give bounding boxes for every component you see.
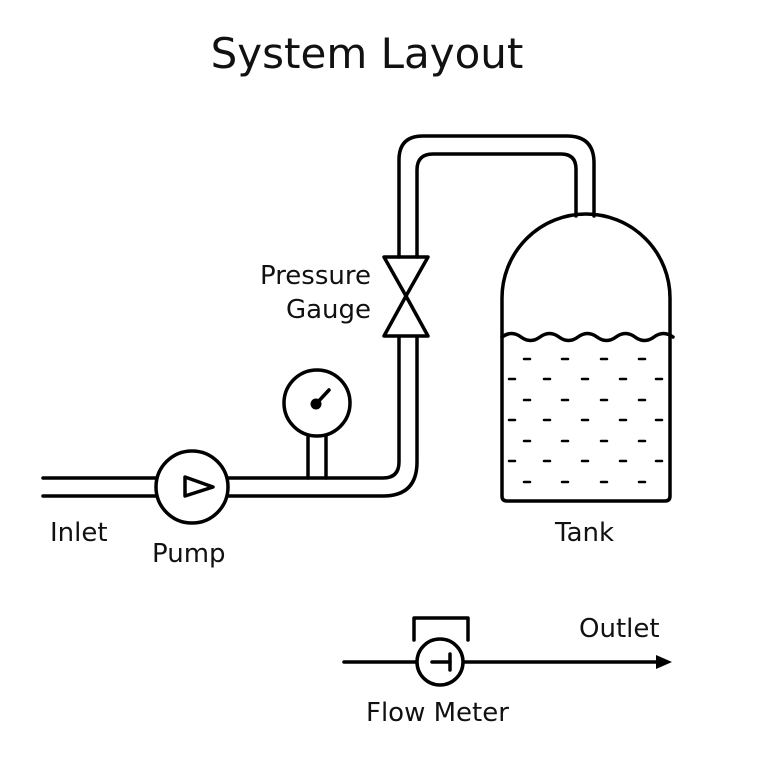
pump-label: Pump: [152, 539, 226, 569]
flow-meter-icon: [412, 616, 470, 687]
liquid-surface: [500, 331, 675, 343]
liquid-dashes: [507, 357, 664, 484]
valve-icon: [382, 255, 430, 338]
inlet-label: Inlet: [50, 518, 108, 548]
outlet-line: [342, 655, 672, 669]
tank-label: Tank: [554, 518, 614, 548]
arrow-head-icon: [656, 655, 672, 669]
pressure-gauge-icon: [282, 368, 352, 438]
gauge-stem: [306, 433, 328, 480]
upper-pipe: [397, 134, 596, 259]
outlet-label: Outlet: [579, 614, 660, 644]
pressure-gauge-label-line1: Pressure: [260, 261, 371, 291]
tank-icon: [500, 212, 675, 503]
inlet-pipe: [41, 476, 159, 498]
pump-icon: [154, 449, 230, 525]
main-pipe: [226, 336, 419, 498]
diagram-title: System Layout: [211, 29, 524, 78]
flow-meter-label: Flow Meter: [366, 698, 509, 728]
pressure-gauge-label-line2: Gauge: [286, 295, 371, 325]
